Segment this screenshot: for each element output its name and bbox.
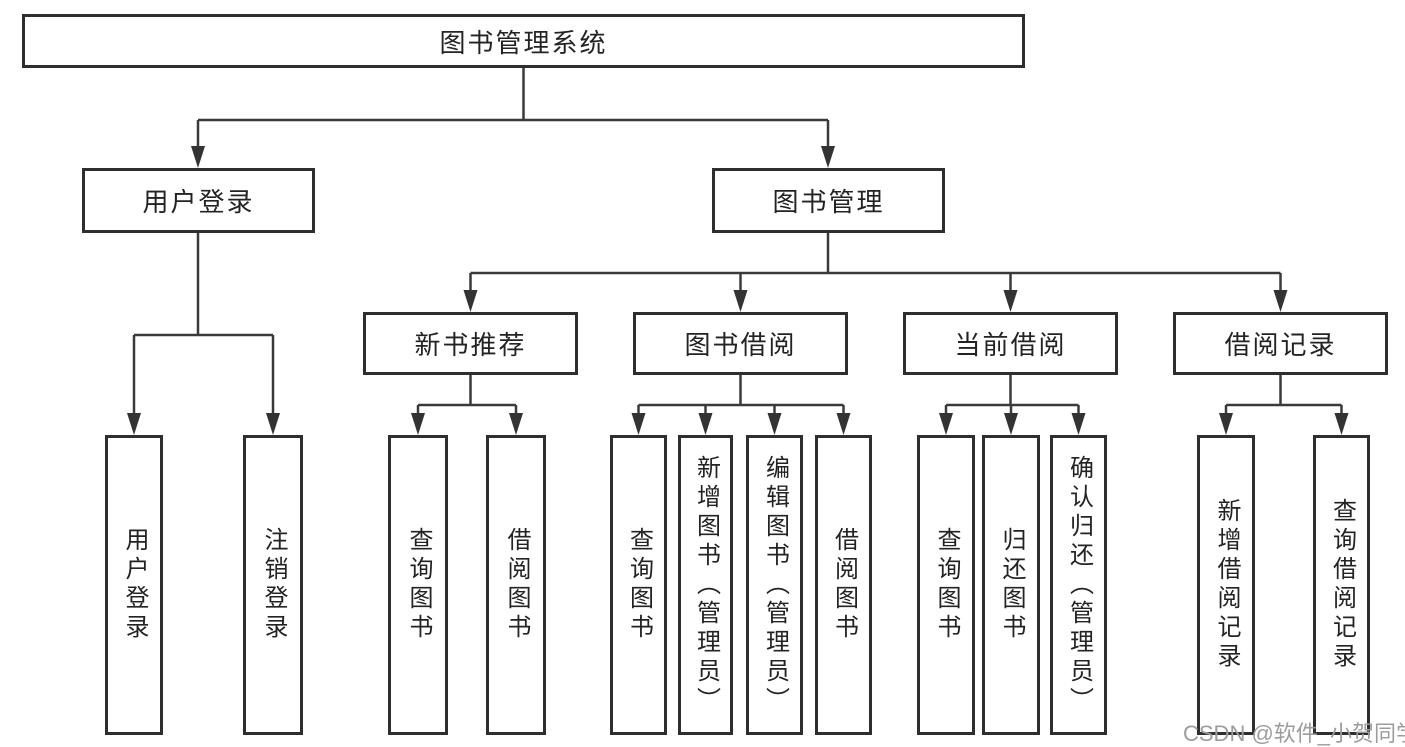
node-label: 查询图书 — [933, 527, 960, 643]
node-book-borrow: 图书借阅 — [633, 312, 848, 375]
node-label: 编辑图书（管理员） — [761, 454, 789, 716]
node-book-management: 图书管理 — [712, 168, 945, 233]
node-label: 借阅记录 — [1224, 330, 1337, 360]
node-leaf-edit-book-admin: 编辑图书（管理员） — [746, 435, 803, 735]
node-label: 用户登录 — [142, 187, 255, 217]
node-label: 注销登录 — [260, 527, 287, 643]
node-label: 图书借阅 — [684, 330, 797, 360]
node-leaf-query-books-3: 查询图书 — [917, 435, 975, 735]
node-label: 查询图书 — [625, 527, 653, 643]
node-leaf-logout: 注销登录 — [243, 435, 303, 735]
node-label: 新书推荐 — [414, 330, 527, 360]
node-label: 查询借阅记录 — [1328, 498, 1356, 672]
node-leaf-borrow-books-2: 借阅图书 — [815, 435, 872, 735]
node-label: 图书管理 — [772, 187, 885, 217]
node-label: 图书管理系统 — [439, 27, 608, 58]
node-label: 借阅图书 — [503, 527, 530, 643]
node-leaf-query-books-2: 查询图书 — [610, 435, 667, 735]
node-label: 用户登录 — [121, 527, 148, 643]
node-leaf-add-borrow-record: 新增借阅记录 — [1197, 435, 1255, 735]
node-leaf-add-book-admin: 新增图书（管理员） — [678, 435, 733, 735]
node-label: 归还图书 — [998, 527, 1025, 643]
csdn-watermark: CSDN @软件_小贺同学 — [1183, 721, 1405, 746]
node-current-borrow: 当前借阅 — [903, 312, 1118, 375]
node-user-login-group: 用户登录 — [82, 168, 315, 233]
node-label: 借阅图书 — [830, 527, 858, 643]
node-leaf-query-books-1: 查询图书 — [388, 435, 448, 735]
node-leaf-return-book: 归还图书 — [982, 435, 1040, 735]
node-label: 新增借阅记录 — [1213, 498, 1240, 672]
node-new-book-recommend: 新书推荐 — [363, 312, 578, 375]
node-label: 当前借阅 — [954, 330, 1067, 360]
node-library-system: 图书管理系统 — [22, 14, 1025, 68]
node-borrow-record: 借阅记录 — [1173, 312, 1388, 375]
node-label: 确认归还（管理员） — [1065, 454, 1093, 716]
node-label: 新增图书（管理员） — [692, 454, 720, 716]
node-leaf-query-borrow-record: 查询借阅记录 — [1313, 435, 1370, 735]
node-leaf-confirm-return-admin: 确认归还（管理员） — [1050, 435, 1107, 735]
node-leaf-user-login: 用户登录 — [105, 435, 163, 735]
node-leaf-borrow-books-1: 借阅图书 — [486, 435, 546, 735]
node-label: 查询图书 — [405, 527, 432, 643]
